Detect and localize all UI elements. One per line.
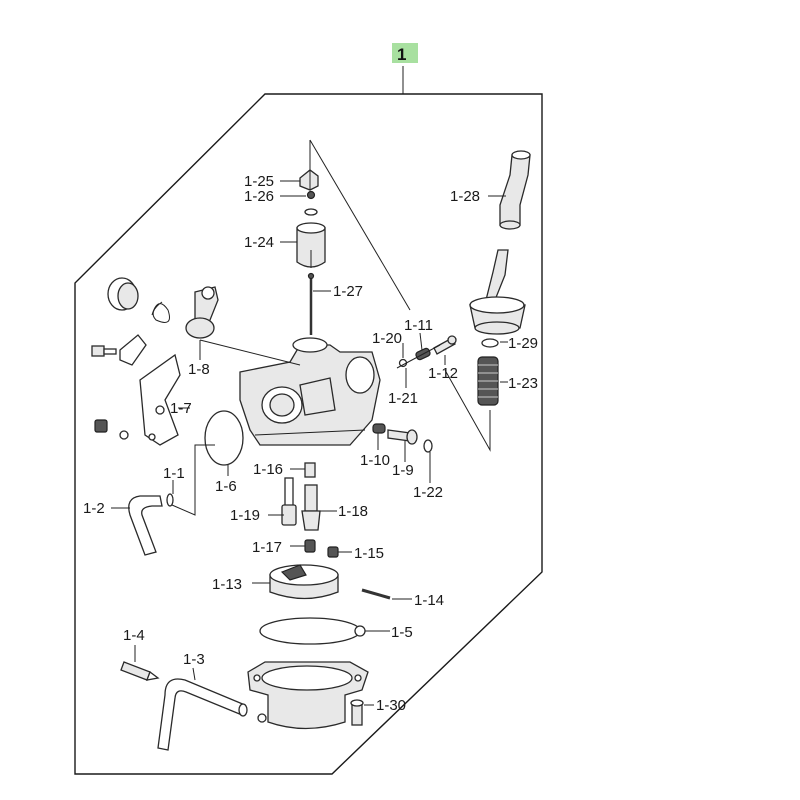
label-1-26[interactable]: 1-26 xyxy=(244,188,274,205)
label-1-7[interactable]: 1-7 xyxy=(170,400,192,417)
label-1-17[interactable]: 1-17 xyxy=(252,539,282,556)
label-1-3[interactable]: 1-3 xyxy=(183,651,205,668)
part-1-18-jet-holder xyxy=(301,484,321,531)
assembly-boundary xyxy=(74,93,543,775)
label-1-12[interactable]: 1-12 xyxy=(428,365,458,382)
part-1-27-jet-needle xyxy=(307,272,315,335)
part-1-6-o-ring xyxy=(204,410,244,466)
label-1-28[interactable]: 1-28 xyxy=(450,188,480,205)
part-1-23-spring xyxy=(477,356,499,406)
label-1-19[interactable]: 1-19 xyxy=(230,507,260,524)
label-1-8[interactable]: 1-8 xyxy=(188,361,210,378)
part-1-12-screw xyxy=(433,335,457,355)
part-1-22-washer xyxy=(423,439,433,453)
part-1-5-gasket xyxy=(259,617,361,645)
label-1-14[interactable]: 1-14 xyxy=(414,592,444,609)
part-carburetor-body xyxy=(239,337,381,446)
part-1-14-float-pin xyxy=(361,588,391,600)
part-1-8-lever xyxy=(185,286,219,339)
part-1-17-jet xyxy=(304,539,316,553)
label-1-15[interactable]: 1-15 xyxy=(354,545,384,562)
label-1-16[interactable]: 1-16 xyxy=(253,461,283,478)
part-1-7-bracket xyxy=(139,353,181,446)
part-return-spring xyxy=(151,301,170,323)
part-1-2-hose xyxy=(128,495,163,556)
label-1-24[interactable]: 1-24 xyxy=(244,234,274,251)
part-1-28-tube xyxy=(499,150,531,230)
label-1-13[interactable]: 1-13 xyxy=(212,576,242,593)
label-1-30[interactable]: 1-30 xyxy=(376,697,406,714)
part-1-25-clip xyxy=(299,169,319,191)
label-1-9[interactable]: 1-9 xyxy=(392,462,414,479)
part-1-13-float xyxy=(269,564,339,600)
label-1-10[interactable]: 1-10 xyxy=(360,452,390,469)
label-1-20[interactable]: 1-20 xyxy=(372,330,402,347)
main-label-highlight xyxy=(392,43,418,63)
part-1-1-clip xyxy=(166,493,174,507)
part-1-16-jet xyxy=(304,462,316,478)
leader-lines xyxy=(111,180,508,706)
part-1-26-washer xyxy=(304,208,318,216)
label-1-23[interactable]: 1-23 xyxy=(508,375,538,392)
label-1-22[interactable]: 1-22 xyxy=(413,484,443,501)
label-1-29[interactable]: 1-29 xyxy=(508,335,538,352)
part-1-29-washer xyxy=(481,338,499,348)
label-1-25[interactable]: 1-25 xyxy=(244,173,274,190)
part-1-24-throttle-valve xyxy=(296,222,326,268)
label-1-21[interactable]: 1-21 xyxy=(388,390,418,407)
label-1-4[interactable]: 1-4 xyxy=(123,627,145,644)
part-1-15-pin xyxy=(327,546,339,558)
part-1-10-spring xyxy=(372,423,386,434)
part-choke-fitting xyxy=(469,249,526,335)
part-cable-cap xyxy=(107,277,139,311)
part-1-26-ring xyxy=(306,190,316,200)
part-1-30-screw xyxy=(350,699,364,726)
label-1-18[interactable]: 1-18 xyxy=(338,503,368,520)
part-1-3-drain-hose xyxy=(157,678,248,751)
label-1-5[interactable]: 1-5 xyxy=(391,624,413,641)
label-1-2[interactable]: 1-2 xyxy=(83,500,105,517)
part-1-9-screw xyxy=(387,429,418,445)
part-link-bracket xyxy=(119,334,147,366)
label-1-11[interactable]: 1-11 xyxy=(404,317,433,334)
part-float-bowl xyxy=(247,661,369,730)
label-1-27[interactable]: 1-27 xyxy=(333,283,363,300)
label-1-1[interactable]: 1-1 xyxy=(163,465,185,482)
part-small-screw-left xyxy=(91,345,117,357)
part-screw-lower-left xyxy=(94,419,129,440)
label-1-6[interactable]: 1-6 xyxy=(215,478,237,495)
part-1-19-needle-jet xyxy=(281,477,297,526)
main-assembly-label[interactable]: 1 xyxy=(397,45,406,64)
part-1-4-drain-screw xyxy=(120,661,160,681)
